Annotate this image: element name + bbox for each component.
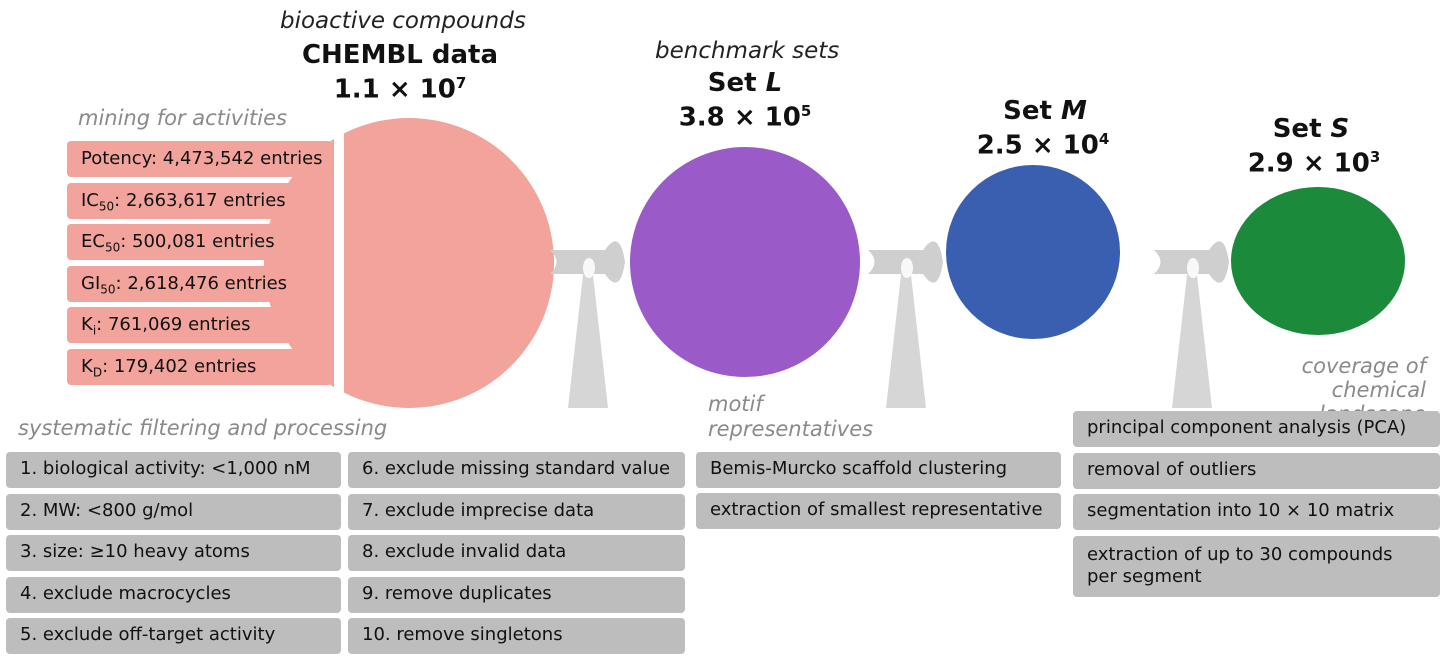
filter-step: 8. exclude invalid data [348,535,685,571]
motif-step: extraction of smallest representative [696,493,1061,529]
arrow-right-icon [868,241,943,408]
activity-entry: EC50: 500,081 entries [67,224,332,260]
circle-cut [334,118,344,408]
activity-entry: KD: 179,402 entries [67,348,332,385]
coverage-step: principal component analysis (PCA) [1073,411,1440,447]
activity-entry: Ki: 761,069 entries [67,307,332,343]
filter-step: 7. exclude imprecise data [348,493,685,530]
coverage-step: removal of outliers [1073,452,1440,489]
filtering-label: systematic filtering and processing [18,416,388,440]
arrow-right-icon [1154,241,1229,408]
benchmark-caption: benchmark sets [655,38,840,64]
chembl-title: CHEMBL data [301,40,499,70]
filter-step: 3. size: ≥10 heavy atoms [6,535,341,571]
filter-step: 4. exclude macrocycles [6,576,341,613]
activity-entry: IC50: 2,663,617 entries [67,182,332,219]
filter-step: 10. remove singletons [348,618,685,654]
mining-label: mining for activities [78,106,287,130]
set-m-title: Set M [1003,96,1087,126]
set-l-count: 3.8 × 105 [678,102,812,133]
activity-entry: GI50: 2,618,476 entries [67,265,332,302]
filter-step: 5. exclude off-target activity [6,618,341,654]
set-m-circle [946,165,1120,339]
set-s-circle [1231,187,1405,335]
set-l-circle [630,147,860,377]
set-s-count: 2.9 × 103 [1247,148,1381,179]
chembl-count: 1.1 × 107 [333,74,467,105]
coverage-step: segmentation into 10 × 10 matrix [1073,494,1440,530]
motif-step: Bemis-Murcko scaffold clustering [696,452,1061,488]
filter-step: 2. MW: <800 g/mol [6,493,341,530]
chembl-caption: bioactive compounds [280,8,526,34]
filter-step: 9. remove duplicates [348,576,685,613]
filter-step: 1. biological activity: <1,000 nM [6,452,341,488]
filter-step: 6. exclude missing standard value [348,452,685,488]
arrow-right-icon [550,241,625,408]
activity-entry: Potency: 4,473,542 entries [67,141,332,177]
set-s-title: Set S [1272,114,1350,144]
set-m-count: 2.5 × 104 [976,130,1110,161]
set-l-title: Set L [707,68,783,98]
